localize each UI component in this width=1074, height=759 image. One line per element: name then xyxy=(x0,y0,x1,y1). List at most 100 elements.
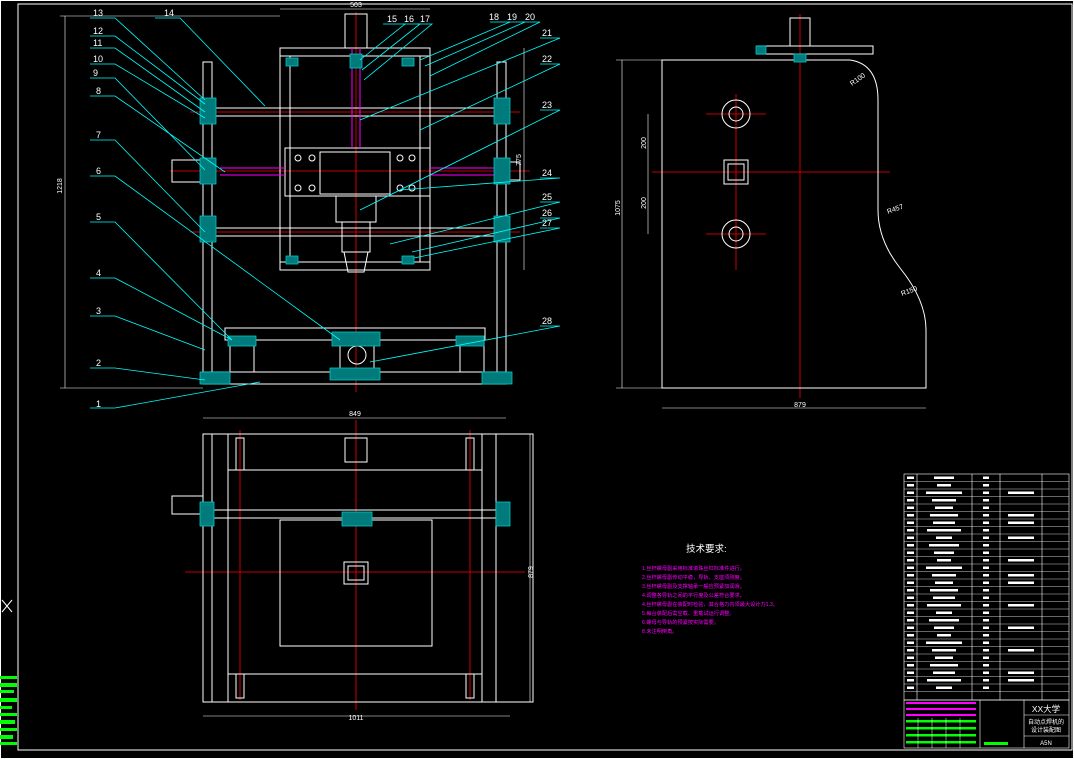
bom-cell-mark xyxy=(934,476,954,479)
bom-cell-mark xyxy=(929,544,959,547)
bom-cell-mark xyxy=(983,529,989,532)
bom-cell-mark xyxy=(907,514,914,517)
dim-front-inner-height: 775 xyxy=(516,154,523,166)
bom-cell-mark xyxy=(927,679,961,682)
bom-cell-mark xyxy=(936,611,952,614)
bom-cell-mark xyxy=(983,641,989,644)
bom-cell-mark xyxy=(930,589,958,592)
balloon-16: 16 xyxy=(404,14,414,24)
bom-cell-mark xyxy=(936,536,952,539)
bom-cell-mark xyxy=(983,649,989,652)
bom-cell-mark xyxy=(983,574,989,577)
requirement-4: 4.调整各导轨之间的平行度及公差符合要求。 xyxy=(642,591,745,599)
dim-side-width: 879 xyxy=(794,402,806,409)
bom-cell-mark xyxy=(927,604,961,607)
balloon-2: 2 xyxy=(96,358,101,368)
bom-cell-mark xyxy=(983,664,989,667)
bom-cell-mark xyxy=(907,566,914,569)
dim-side-radius-mid: R457 xyxy=(886,204,904,216)
bom-cell-mark xyxy=(907,529,914,532)
bom-cell-mark xyxy=(983,626,989,629)
balloon-20: 20 xyxy=(525,12,535,22)
crosshair-icon xyxy=(1,599,13,613)
bom-cell-mark xyxy=(936,686,952,689)
bom-cell-mark xyxy=(907,641,914,644)
bom-cell-mark xyxy=(983,581,989,584)
bom-cell-mark xyxy=(926,566,962,569)
balloon-23: 23 xyxy=(542,100,552,110)
requirement-8: 8.未注明倒角。 xyxy=(642,627,677,635)
bom-cell-mark xyxy=(1008,604,1034,607)
requirement-7: 6.螺母与导轨的预紧按实际需要。 xyxy=(642,618,719,626)
dim-side-pitch-upper: 200 xyxy=(641,137,648,149)
bom-cell-mark xyxy=(907,536,914,539)
bom-cell-mark xyxy=(1008,679,1034,682)
bom-cell-mark xyxy=(926,491,962,494)
dim-side-radius-top: R100 xyxy=(849,72,867,87)
bom-cell-mark xyxy=(935,581,953,584)
side-view: R100 200 200 1075 R457 R150 879 xyxy=(615,14,927,409)
left-strip xyxy=(0,676,17,745)
bom-cell-mark xyxy=(983,514,989,517)
dim-side-pitch-lower: 200 xyxy=(641,197,648,209)
title-drawing-2: 设计装配图 xyxy=(1031,726,1061,734)
bom-cell-mark xyxy=(907,611,914,614)
bom-cell-mark xyxy=(907,559,914,562)
bom-cell-mark xyxy=(907,656,914,659)
bom-cell-mark xyxy=(907,619,914,622)
bom-cell-mark xyxy=(907,491,914,494)
balloon-18: 18 xyxy=(489,12,499,22)
parts-list xyxy=(903,473,1070,701)
balloon-8: 8 xyxy=(96,86,101,96)
balloon-15: 15 xyxy=(387,14,397,24)
dim-front-top-width: 503 xyxy=(350,2,362,9)
balloon-22: 22 xyxy=(542,54,552,64)
bom-cell-mark xyxy=(1008,521,1034,524)
bom-cell-mark xyxy=(983,656,989,659)
balloon-9: 9 xyxy=(93,68,98,78)
balloon-labels: 1 2 3 4 5 6 7 8 9 10 11 12 13 14 15 16 1… xyxy=(93,8,552,409)
bom-cell-mark xyxy=(983,619,989,622)
bom-cell-mark xyxy=(907,506,914,509)
bom-cell-mark xyxy=(907,626,914,629)
bom-cell-mark xyxy=(983,544,989,547)
bom-cell-mark xyxy=(907,581,914,584)
bom-cell-mark xyxy=(983,499,989,502)
balloon-21: 21 xyxy=(542,28,552,38)
title-drawing-1: 自动点焊机的 xyxy=(1028,718,1064,726)
bom-cell-mark xyxy=(907,596,914,599)
requirement-5: 4.丝杆螺母副在装配时检验，其合格力内须最大设计力1.3。 xyxy=(642,600,778,608)
bom-cell-mark xyxy=(983,566,989,569)
bom-cell-mark xyxy=(926,641,962,644)
balloon-12: 12 xyxy=(93,26,103,36)
dim-side-radius-bottom: R150 xyxy=(900,286,918,298)
bom-cell-mark xyxy=(937,559,951,562)
bom-cell-mark xyxy=(983,559,989,562)
bom-cell-mark xyxy=(983,596,989,599)
bom-cell-mark xyxy=(932,649,956,652)
bom-cell-mark xyxy=(1008,671,1034,674)
bom-cell-mark xyxy=(934,626,954,629)
requirement-3: 3.丝杆螺母副及支撑轴承一般应预紧加润滑。 xyxy=(642,582,745,590)
dim-top-depth: 879 xyxy=(528,566,535,578)
bom-cell-mark xyxy=(907,649,914,652)
bom-cell-mark xyxy=(907,589,914,592)
bom-cell-mark xyxy=(907,686,914,689)
bom-cell-mark xyxy=(907,574,914,577)
bom-cell-mark xyxy=(937,484,951,487)
bom-cell-mark xyxy=(983,521,989,524)
requirement-1: 1.丝杆螺母副采用标准滚珠丝杠标准件进行。 xyxy=(642,564,745,572)
leader-lines xyxy=(90,17,561,409)
bom-cell-mark xyxy=(907,521,914,524)
requirement-2: 2.丝杆螺母副传动平稳，导轨、支座须刚度。 xyxy=(642,573,745,581)
balloon-3: 3 xyxy=(96,306,101,316)
bom-cell-mark xyxy=(907,544,914,547)
title-block: XX大学 自动点焊机的 设计装配图 A5N xyxy=(903,699,1070,749)
title-drawing-code: A5N xyxy=(1040,741,1052,747)
bom-cell-mark xyxy=(930,664,958,667)
balloon-26: 26 xyxy=(542,208,552,218)
bom-cell-mark xyxy=(983,604,989,607)
bom-cell-mark xyxy=(983,589,989,592)
